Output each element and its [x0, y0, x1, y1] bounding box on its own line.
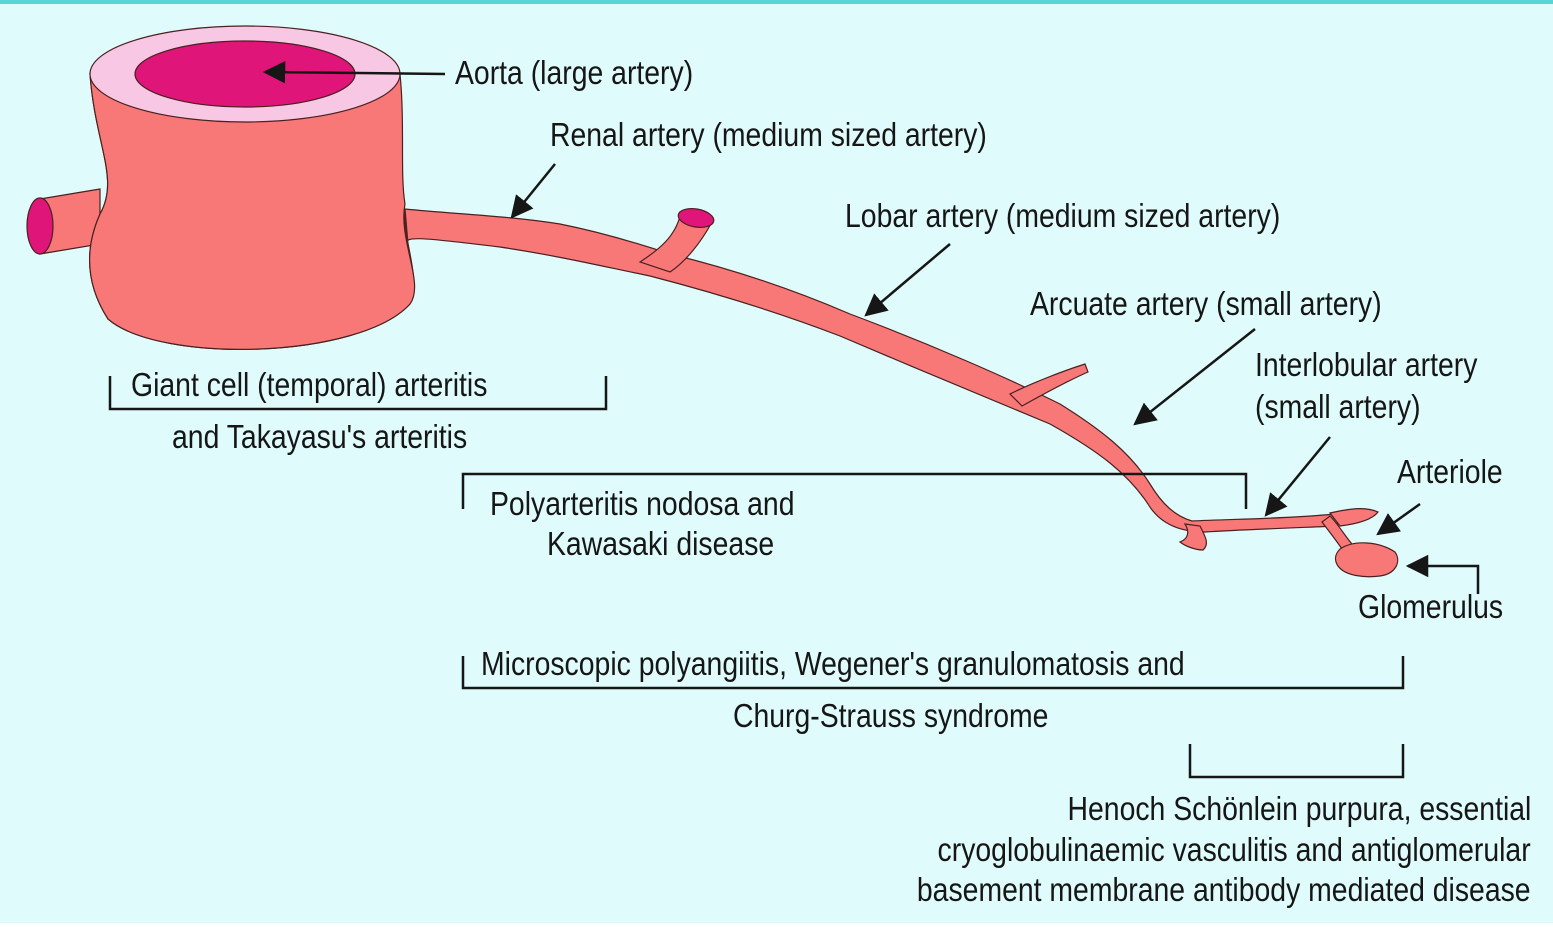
antigbm-disease-label: basement membrane antibody mediated dise…	[917, 870, 1531, 910]
arteriole-arrow	[1378, 504, 1420, 534]
polyarteritis-nodosa-label: Polyarteritis nodosa and	[490, 484, 794, 524]
arcuate-artery-label: Arcuate artery (small artery)	[1030, 284, 1382, 324]
glomerulus-tuft	[1336, 543, 1398, 577]
lobar-arrow	[866, 244, 950, 315]
renal-artery-label: Renal artery (medium sized artery)	[550, 115, 987, 155]
interlobular-artery-label: Interlobular artery	[1255, 345, 1477, 385]
lobar-artery-label: Lobar artery (medium sized artery)	[845, 196, 1280, 236]
churg-strauss-label: Churg-Strauss syndrome	[733, 696, 1048, 736]
arcuate-arrow	[1135, 329, 1255, 424]
renal-arrow	[512, 164, 555, 217]
kawasaki-disease-label: Kawasaki disease	[547, 524, 774, 564]
aorta-label: Aorta (large artery)	[455, 53, 693, 93]
aorta-lumen	[135, 41, 355, 107]
takayasu-arteritis-label: and Takayasu's arteritis	[172, 417, 467, 457]
arteriole-label: Arteriole	[1397, 452, 1503, 492]
giant-cell-arteritis-label: Giant cell (temporal) arteritis	[131, 365, 487, 405]
interlobular-arrow	[1266, 437, 1330, 515]
cryoglobulinaemic-label: cryoglobulinaemic vasculitis and antiglo…	[938, 830, 1531, 870]
henoch-bracket	[1190, 744, 1403, 777]
henoch-schonlein-label: Henoch Schönlein purpura, essential	[1067, 789, 1531, 829]
interlobular-artery-sublabel: (small artery)	[1255, 387, 1421, 427]
microscopic-polyangiitis-label: Microscopic polyangiitis, Wegener's gran…	[481, 644, 1185, 684]
glomerulus-label: Glomerulus	[1358, 587, 1503, 627]
aorta-side-branch-opening	[27, 198, 53, 254]
